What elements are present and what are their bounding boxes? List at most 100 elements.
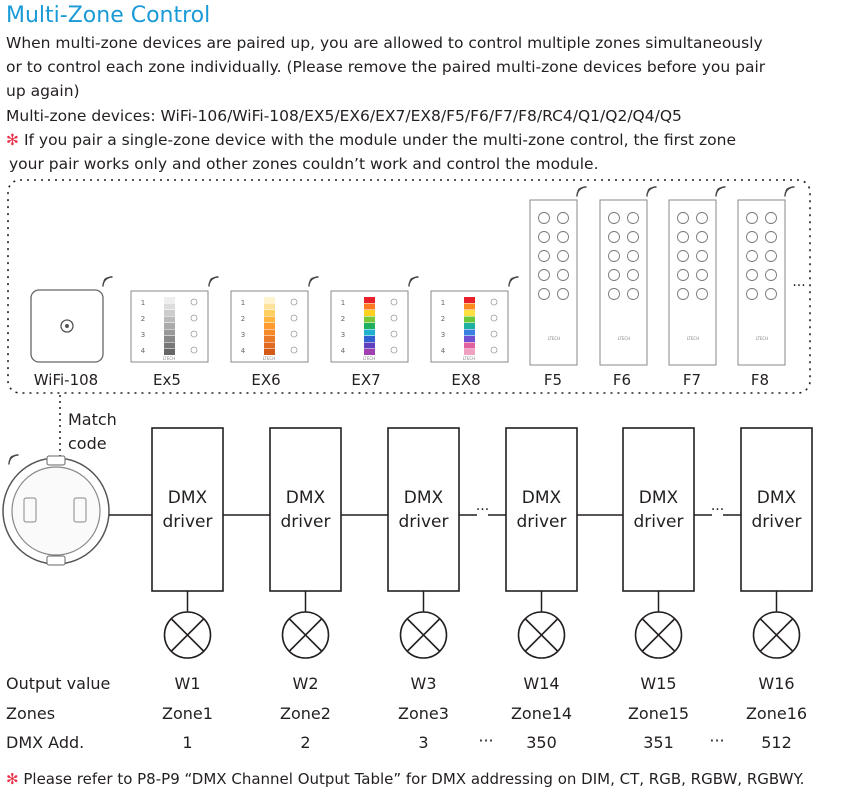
ex-zone-number: 3 [141, 331, 145, 339]
remote-body [529, 199, 578, 366]
ex-color-strip [364, 336, 375, 342]
ex-key-icon [290, 346, 298, 354]
device-label: WiFi-108 [34, 371, 98, 389]
ex-color-strip [464, 336, 475, 342]
chain-ellipsis: ··· [476, 502, 489, 518]
remote-key-icon [765, 212, 777, 224]
device-label: F7 [683, 371, 701, 389]
remote-body [668, 199, 717, 366]
device-label: F5 [544, 371, 562, 389]
remote-key-icon [677, 212, 689, 224]
driver-label: DMX [286, 488, 326, 508]
ex-color-strip [264, 349, 275, 355]
f-remote-6: LTECH [599, 199, 648, 366]
intro-line-2: or to control each zone individually. (P… [6, 58, 766, 76]
table-cell: W16 [758, 674, 795, 693]
driver-label: driver [162, 512, 212, 532]
wifi-108-button [60, 319, 74, 333]
device-frame [7, 179, 811, 394]
ex-zone-number: 2 [341, 315, 345, 323]
remote-key-icon [538, 250, 550, 262]
table-cell: W2 [292, 674, 319, 693]
driver-label: driver [398, 512, 448, 532]
remote-key-icon [627, 231, 639, 243]
remote-key-icon [677, 231, 689, 243]
ex-key-icon [490, 298, 498, 306]
driver-box [505, 427, 578, 592]
remote-key-icon [608, 250, 620, 262]
remote-key-icon [557, 212, 569, 224]
row-label: DMX Add. [6, 733, 85, 752]
ex-color-strip [164, 349, 175, 355]
dmx-receiver-module [2, 455, 110, 566]
ex-color-strip [464, 342, 475, 349]
table-cell: 2 [300, 733, 311, 752]
ex-zone-number: 4 [141, 347, 146, 355]
remote-key-icon [627, 288, 639, 300]
ex-color-strip [164, 336, 175, 342]
wifi-signal-icon [576, 186, 587, 197]
remote-key-icon [696, 212, 708, 224]
note-line-2: your pair works only and other zones cou… [9, 155, 599, 173]
device-label: Ex5 [153, 371, 181, 389]
match-code-label: Match [68, 410, 117, 429]
ex-color-strip [264, 316, 275, 323]
ex-color-strip [164, 310, 175, 316]
ex-color-strip [164, 323, 175, 329]
ex-zone-number: 2 [241, 315, 245, 323]
section-title: Multi-Zone Control [6, 3, 211, 28]
driver-box [151, 427, 224, 592]
f-remote-5: LTECH [529, 199, 578, 366]
driver-label: driver [633, 512, 683, 532]
driver-label: driver [751, 512, 801, 532]
remote-key-icon [696, 288, 708, 300]
remote-key-icon [538, 231, 550, 243]
wifi-signal-icon [102, 276, 113, 287]
ex-brand: LTECH [263, 356, 275, 361]
remote-key-icon [608, 269, 620, 281]
ex-key-icon [490, 314, 498, 322]
remote-key-icon [557, 288, 569, 300]
intro-line-3: up again) [6, 82, 80, 100]
ex-color-strip [264, 336, 275, 342]
table-cell: Zone1 [162, 704, 213, 723]
lamp-cross [170, 618, 205, 652]
ex-color-strip [364, 323, 375, 329]
ex-zone-number: 2 [141, 315, 145, 323]
device-label: F8 [751, 371, 769, 389]
module-tab [46, 455, 66, 466]
remote-brand: LTECH [687, 336, 699, 341]
device-label: EX8 [451, 371, 480, 389]
ex-brand: LTECH [363, 356, 375, 361]
ex-zone-number: 3 [341, 331, 345, 339]
ex-color-strip [164, 342, 175, 349]
ex-color-strip [364, 342, 375, 349]
ex-color-strip [364, 316, 375, 323]
ex-color-strip [464, 323, 475, 329]
ex-brand: LTECH [463, 356, 475, 361]
ex-color-strip [364, 310, 375, 316]
lamp-cross [288, 618, 323, 652]
ex-key-icon [490, 346, 498, 354]
wifi-signal-icon [308, 276, 319, 287]
table-cell: 351 [643, 733, 674, 752]
module-label [23, 497, 37, 523]
row-label-output: Output value [6, 674, 111, 693]
ex-zone-number: 1 [341, 299, 345, 307]
remote-key-icon [765, 231, 777, 243]
intro-line-1: When multi-zone devices are paired up, y… [6, 34, 763, 52]
module-label [73, 497, 87, 523]
module-inner-ring [11, 466, 101, 556]
remote-key-icon [627, 269, 639, 281]
driver-label: DMX [404, 488, 444, 508]
ex-key-icon [290, 314, 298, 322]
more-devices-ellipsis: ··· [792, 278, 805, 294]
table-ellipsis: ··· [709, 731, 725, 750]
table-cell: Zone14 [510, 704, 573, 723]
ex-color-strip [364, 329, 375, 336]
row-label: Zones [6, 704, 56, 723]
